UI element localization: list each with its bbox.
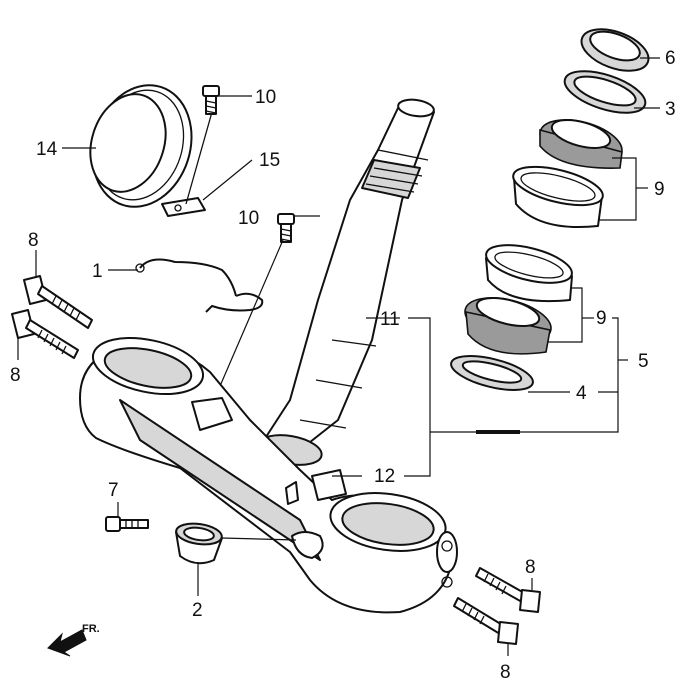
callout-7: 7 [108,480,119,501]
part-7-bolt [105,516,149,532]
callout-12: 12 [374,466,395,487]
part-11-steering-stem [257,98,435,466]
part-8-bolt-left-upper [23,275,93,329]
part-15-bracket [161,111,213,217]
part-10-bolt-upper [202,85,220,115]
callout-8-right-lower: 8 [500,662,511,683]
part-9-lower-race [485,244,573,303]
part-9-upper-race [512,165,604,229]
callout-11: 11 [380,309,400,330]
part-8-bolt-right-lower [453,597,519,645]
direction-label: FR. [82,623,100,635]
callout-10-middle: 10 [238,208,259,229]
part-4-dust-seal [450,355,534,391]
callout-2: 2 [192,600,203,621]
callout-5: 5 [638,351,649,372]
callout-6: 6 [665,48,676,69]
part-2-clamp [175,522,223,565]
callout-3: 3 [665,99,676,120]
callout-8-right-upper: 8 [525,557,536,578]
part-8-bolt-left-lower [11,309,79,359]
callout-15: 15 [259,150,280,171]
part-3-washer [563,70,647,114]
callout-1: 1 [92,261,103,282]
front-direction-arrow: FR. [47,623,100,657]
callout-8-left-upper: 8 [28,230,39,251]
part-10-bolt-middle [277,213,295,243]
part-6-lock-nut [580,28,650,72]
part-1-hose-guide [135,258,264,313]
callout-8-left-lower: 8 [10,365,21,386]
part-8-bolt-right-upper [475,567,541,613]
callout-10-upper: 10 [255,87,276,108]
part-14-cap [89,84,193,208]
part-9-upper-bearing [539,119,623,169]
callout-4: 4 [576,383,587,404]
callout-14: 14 [36,139,58,160]
bottom-bracket [79,337,458,614]
part-9-lower-bearing [464,297,552,355]
callout-9-lower: 9 [596,308,607,329]
callout-9-upper: 9 [654,179,665,200]
